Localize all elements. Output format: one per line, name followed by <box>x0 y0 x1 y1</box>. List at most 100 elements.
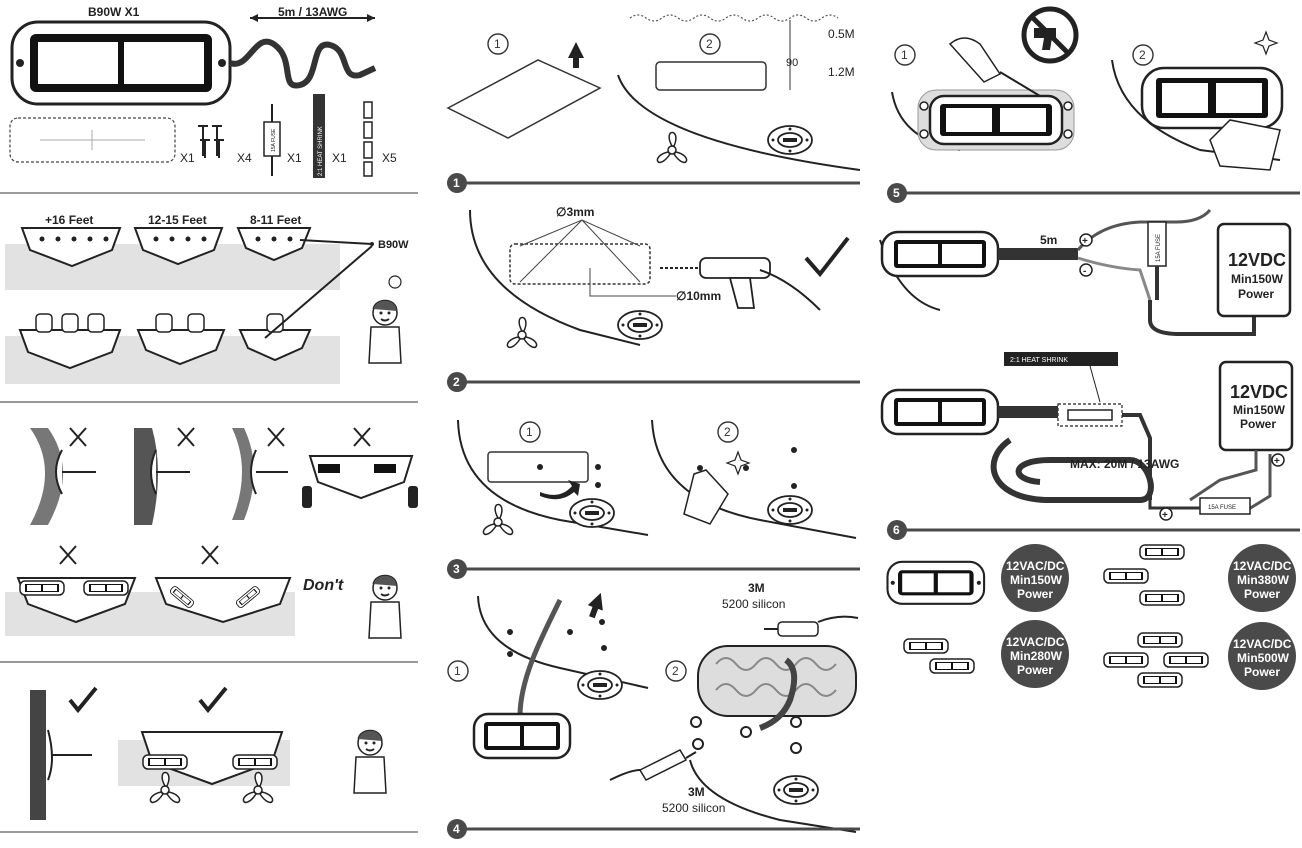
inline-fuse-2-text: 15A FUSE <box>1208 505 1236 511</box>
power-option-1: 12VAC/DC Min150W Power <box>886 544 1069 612</box>
power-requirements-table: 12VAC/DC Min150W Power 12VAC/DC Min380W … <box>886 544 1296 690</box>
kit-connectors-qty: X5 <box>382 151 397 165</box>
drill-template <box>509 243 651 285</box>
step5-light-screws <box>917 89 1075 151</box>
step-4-badge <box>447 819 467 839</box>
power-opt1-word: Power <box>1017 587 1053 601</box>
drilled-holes <box>697 447 797 489</box>
power-option-4: 12VAC/DC Min500W Power <box>1103 622 1296 690</box>
kit-cable-dimension: 5m / 13AWG <box>250 5 375 22</box>
kit-template-qty: X1 <box>180 151 195 165</box>
kit-heatshrink-qty: X1 <box>332 151 347 165</box>
right-install-section <box>30 686 387 820</box>
stern-boat-1 <box>18 313 122 370</box>
sealant-top-brand: 3M <box>748 581 765 595</box>
depth-bottom: 1.2M <box>828 65 855 79</box>
svg-text:+: + <box>1082 236 1088 247</box>
sealant-bottom-name: 5200 silicon <box>662 801 725 815</box>
power-opt3-volt: 12VAC/DC <box>1006 635 1065 649</box>
curved-arrow-icon <box>540 480 580 500</box>
step4-sub-1: 1 <box>454 664 461 678</box>
power-option-3: 12VAC/DC Min280W Power <box>903 620 1069 688</box>
cross-icon <box>201 545 219 565</box>
kit-fuse-holder: 15A FUSE <box>263 104 281 176</box>
cross-icon <box>267 427 285 447</box>
step5-circle-2 <box>1132 44 1154 66</box>
sealant-top-name: 5200 silicon <box>722 597 785 611</box>
svg-text:+: + <box>1274 456 1280 467</box>
wrong-curved-2 <box>134 427 195 525</box>
hull-curve-1 <box>617 74 861 171</box>
step-2-number: 2 <box>453 375 460 389</box>
wrong-above-waterline <box>16 545 137 624</box>
inline-fuse: 15A FUSE <box>1147 221 1167 267</box>
sparkle-icon <box>1253 30 1279 56</box>
svg-text:-: - <box>1083 266 1086 277</box>
sealant-bottom-brand: 3M <box>688 785 705 799</box>
step-4-number: 4 <box>453 822 460 836</box>
sealant-tube-top <box>764 615 859 637</box>
step-4-section: 1 2 3M 5200 silicon <box>447 581 859 833</box>
step4-circle-2 <box>665 660 687 682</box>
power-box-1: 12VDC Min150W Power <box>1216 222 1292 318</box>
step-5-section: 1 2 <box>891 6 1284 171</box>
sealed-light-back <box>697 645 857 731</box>
up-arrow-icon <box>587 592 603 619</box>
model-pointer-2 <box>264 245 373 339</box>
wrong-trailer <box>302 427 418 508</box>
power2-volt: 12VDC <box>1230 382 1288 402</box>
power-opt3-min: Min280W <box>1010 649 1063 663</box>
step4-sub-2: 2 <box>672 664 679 678</box>
kit-fuse-qty: X1 <box>287 151 302 165</box>
power2-min: Min150W <box>1233 403 1286 417</box>
cleaning-cloth <box>683 469 729 525</box>
power1-volt: 12VDC <box>1228 250 1286 270</box>
wrong-angled-lights <box>154 545 292 624</box>
power-opt1-volt: 12VAC/DC <box>1006 559 1065 573</box>
check-icon <box>198 686 228 714</box>
step-6-number: 6 <box>893 523 900 537</box>
cleaning-cloth <box>1209 119 1281 171</box>
hand-screwdriver <box>948 37 1002 83</box>
kit-screws <box>198 125 224 158</box>
kit-heat-shrink: 2:1 HEAT SHRINK <box>313 94 325 178</box>
step5-clean-light <box>1140 66 1284 130</box>
step-6-badge <box>887 520 907 540</box>
wrong-curved-3 <box>232 427 288 520</box>
power1-min: Min150W <box>1231 272 1284 286</box>
cross-icon <box>177 427 195 447</box>
spacing-label-medium: 12-15 Feet <box>148 213 207 227</box>
wiring-light-2 <box>880 388 1000 436</box>
sealant-tube-bottom <box>609 749 697 781</box>
kit-cable <box>229 38 377 89</box>
step-3-badge <box>447 559 467 579</box>
step5-sub-2: 2 <box>1139 48 1146 62</box>
kit-cable-label: 5m / 13AWG <box>278 5 347 19</box>
no-power-drill-icon <box>1021 6 1079 64</box>
angle-label: 90 <box>786 57 798 69</box>
cross-icon <box>353 427 371 447</box>
power-option-2: 12VAC/DC Min380W Power <box>1103 544 1296 612</box>
power-opt2-volt: 12VAC/DC <box>1233 559 1292 573</box>
max-run-label: MAX: 20M / 13AWG <box>1070 457 1179 471</box>
wiring-light-1 <box>880 230 1000 278</box>
step5-sub-1: 1 <box>901 48 908 62</box>
flat-transom <box>30 690 46 820</box>
step4-circle-1 <box>447 660 469 682</box>
power-opt3-word: Power <box>1017 663 1053 677</box>
template-on-hull <box>655 61 767 91</box>
stopping-person <box>368 574 402 639</box>
power-opt4-volt: 12VAC/DC <box>1233 637 1292 651</box>
kit-contents-section: B90W X1 5m / 13AWG X1 X4 <box>9 5 397 178</box>
hull-light-dots <box>39 236 293 242</box>
step-6-wiring-section: 5m + - 15A FUSE 12VDC Min150W Power 2:1 … <box>879 208 1294 521</box>
up-arrow-icon <box>568 42 584 68</box>
model-pointer <box>299 239 373 245</box>
drill-icon <box>660 257 821 311</box>
check-icon <box>804 236 850 278</box>
model-pointer-dot <box>370 242 374 246</box>
step3-circle-1 <box>519 421 541 443</box>
cable-length-label: 5m <box>1040 233 1057 247</box>
step-5-number: 5 <box>893 186 900 200</box>
